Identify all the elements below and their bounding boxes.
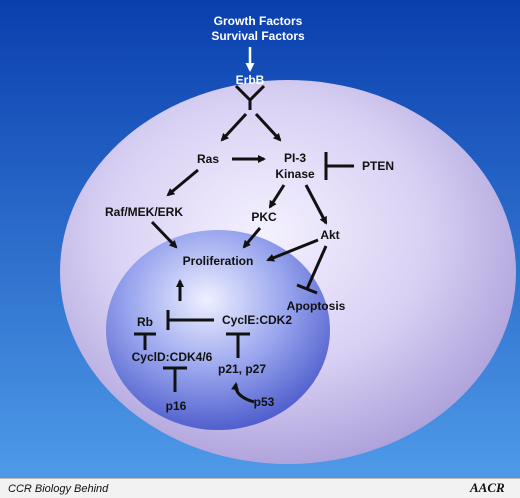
survival-factors-label: Survival Factors (211, 29, 305, 43)
rb-label: Rb (137, 315, 153, 329)
p21-p27-label: p21, p27 (218, 362, 266, 376)
erbb-to-pi3k-arrow (254, 112, 282, 142)
aacr-logo: AACR (469, 480, 505, 495)
akt-label: Akt (320, 228, 339, 242)
nucleus (106, 230, 330, 430)
pi3k-label-line1: PI-3 (284, 151, 306, 165)
pkc-label: PKC (251, 210, 277, 224)
p16-label: p16 (166, 399, 187, 413)
growth-factors-label: Growth Factors (214, 14, 303, 28)
footer-bar (0, 478, 520, 498)
erbb-receptor-icon (234, 84, 266, 110)
p53-label: p53 (254, 395, 275, 409)
pi3k-to-pkc-arrow (268, 184, 286, 209)
akt-to-proliferation-arrow (266, 238, 319, 262)
akt-inhibits-apoptosis-line (305, 245, 328, 290)
apoptosis-label: Apoptosis (287, 299, 346, 313)
ras-label: Ras (197, 152, 219, 166)
raf-to-proliferation-arrow (150, 220, 178, 249)
pten-label: PTEN (362, 159, 394, 173)
pi3k-to-akt-arrow (304, 184, 328, 225)
erbb-label: ErbB (236, 73, 265, 87)
p53-to-p21-arrow (231, 382, 255, 404)
pi3k-label-line2: Kinase (275, 167, 315, 181)
raf-mek-erk-label: Raf/MEK/ERK (105, 205, 183, 219)
erbb-to-ras-arrow (220, 112, 248, 142)
cycle-cdk2-label: CyclE:CDK2 (222, 313, 292, 327)
pkc-to-proliferation-arrow (242, 227, 262, 249)
ras-to-raf-arrow (166, 168, 199, 197)
proliferation-label: Proliferation (183, 254, 254, 268)
akt-inhibits-apoptosis-bar (296, 283, 318, 295)
footer-title: CCR Biology Behind (8, 483, 109, 495)
cycd-cdk46-label: CyclD:CDK4/6 (132, 350, 213, 364)
